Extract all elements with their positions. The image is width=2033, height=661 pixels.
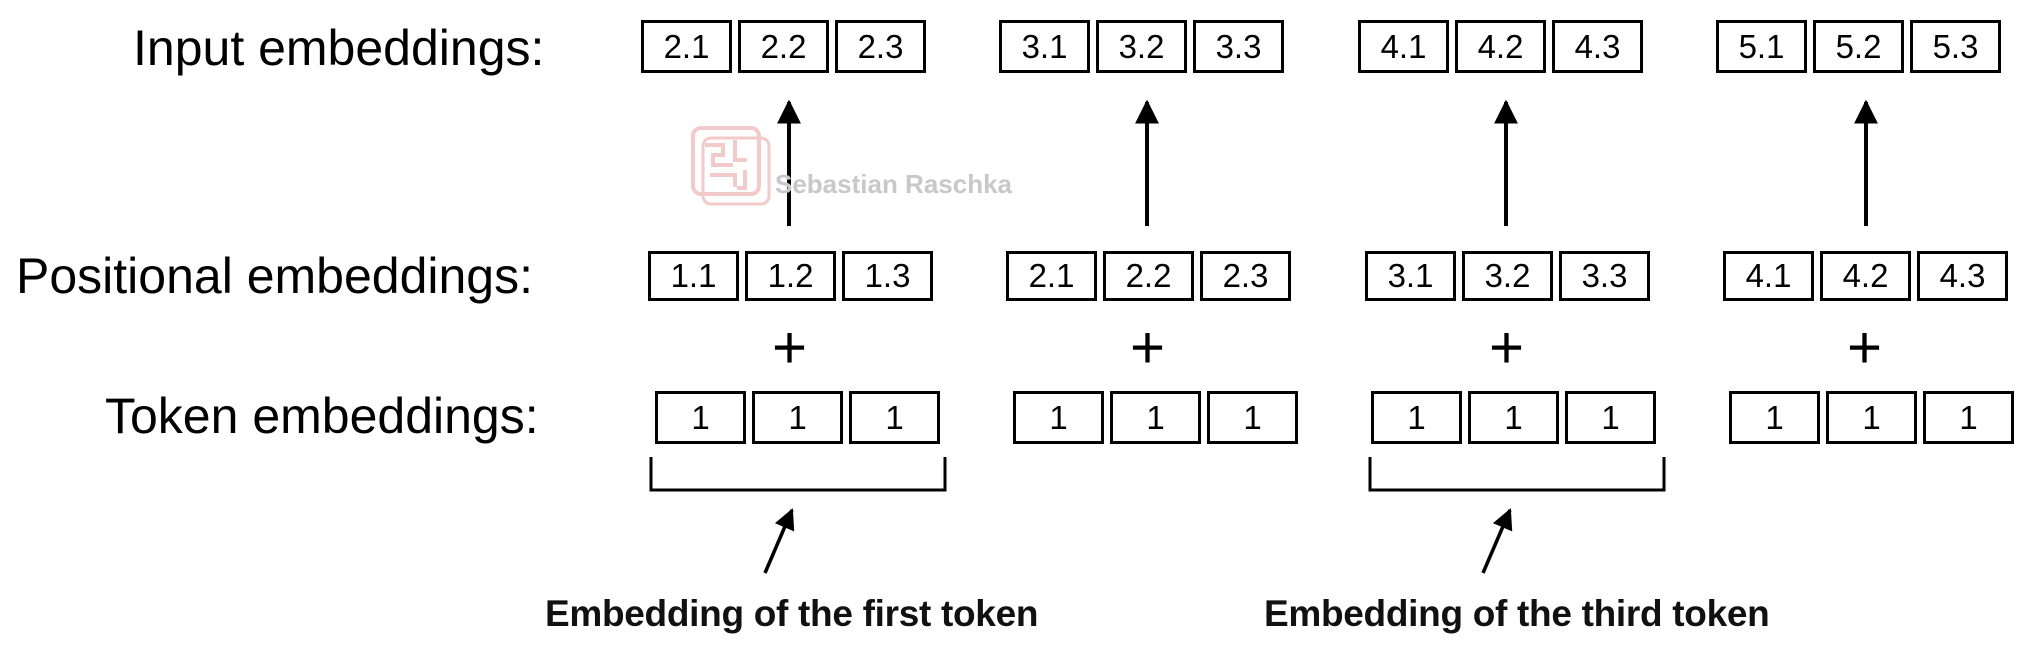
positional-embedding-cell: 2.1 [1006, 251, 1097, 301]
input-embedding-cell: 3.3 [1193, 20, 1284, 73]
positional-embedding-cell: 4.3 [1917, 251, 2008, 301]
input-embedding-cell: 2.3 [835, 20, 926, 73]
positional-embedding-cell: 4.2 [1820, 251, 1911, 301]
plus-sign: + [1847, 314, 1883, 381]
positional-embedding-cell: 2.2 [1103, 251, 1194, 301]
token-embedding-cell: 1 [1013, 391, 1104, 444]
plus-sign: + [1489, 314, 1525, 381]
input-embedding-cell: 4.2 [1455, 20, 1546, 73]
token-embedding-cell: 1 [1923, 391, 2014, 444]
token-embedding-cell: 1 [849, 391, 940, 444]
watermark-logo-icon [691, 126, 771, 206]
token-embedding-cell: 1 [1371, 391, 1462, 444]
positional-embedding-cell: 4.1 [1723, 251, 1814, 301]
input-embedding-cell: 4.3 [1552, 20, 1643, 73]
caption-third-token: Embedding of the third token [1264, 593, 1770, 634]
positional-embedding-cell: 3.1 [1365, 251, 1456, 301]
token-embedding-cell: 1 [1565, 391, 1656, 444]
input-embedding-cell: 3.2 [1096, 20, 1187, 73]
input-embedding-cell: 3.1 [999, 20, 1090, 73]
token-embedding-cell: 1 [1207, 391, 1298, 444]
token-embedding-cell: 1 [655, 391, 746, 444]
input-embedding-cell: 5.2 [1813, 20, 1904, 73]
positional-embeddings-label: Positional embeddings: [16, 248, 533, 304]
input-embedding-cell: 5.1 [1716, 20, 1807, 73]
plus-sign: + [1130, 314, 1166, 381]
token-embedding-cell: 1 [752, 391, 843, 444]
plus-sign: + [772, 314, 808, 381]
input-embedding-cell: 5.3 [1910, 20, 2001, 73]
positional-embedding-cell: 1.3 [842, 251, 933, 301]
positional-embedding-cell: 3.2 [1462, 251, 1553, 301]
positional-embedding-cell: 1.2 [745, 251, 836, 301]
input-embedding-cell: 2.1 [641, 20, 732, 73]
pointer-arrow-third [1481, 508, 1513, 574]
input-embeddings-label: Input embeddings: [133, 20, 545, 76]
token-embeddings-label: Token embeddings: [105, 388, 539, 444]
bracket-first-token [649, 457, 947, 492]
input-embedding-cell: 4.1 [1358, 20, 1449, 73]
positional-embedding-cell: 1.1 [648, 251, 739, 301]
token-embedding-cell: 1 [1468, 391, 1559, 444]
bracket-third-token [1368, 457, 1666, 492]
token-embedding-cell: 1 [1110, 391, 1201, 444]
token-embedding-cell: 1 [1826, 391, 1917, 444]
positional-embedding-cell: 2.3 [1200, 251, 1291, 301]
pointer-arrow-first [763, 508, 795, 574]
token-embedding-cell: 1 [1729, 391, 1820, 444]
caption-first-token: Embedding of the first token [545, 593, 1039, 634]
positional-embedding-cell: 3.3 [1559, 251, 1650, 301]
watermark-text: Sebastian Raschka [775, 169, 1013, 199]
input-embedding-cell: 2.2 [738, 20, 829, 73]
